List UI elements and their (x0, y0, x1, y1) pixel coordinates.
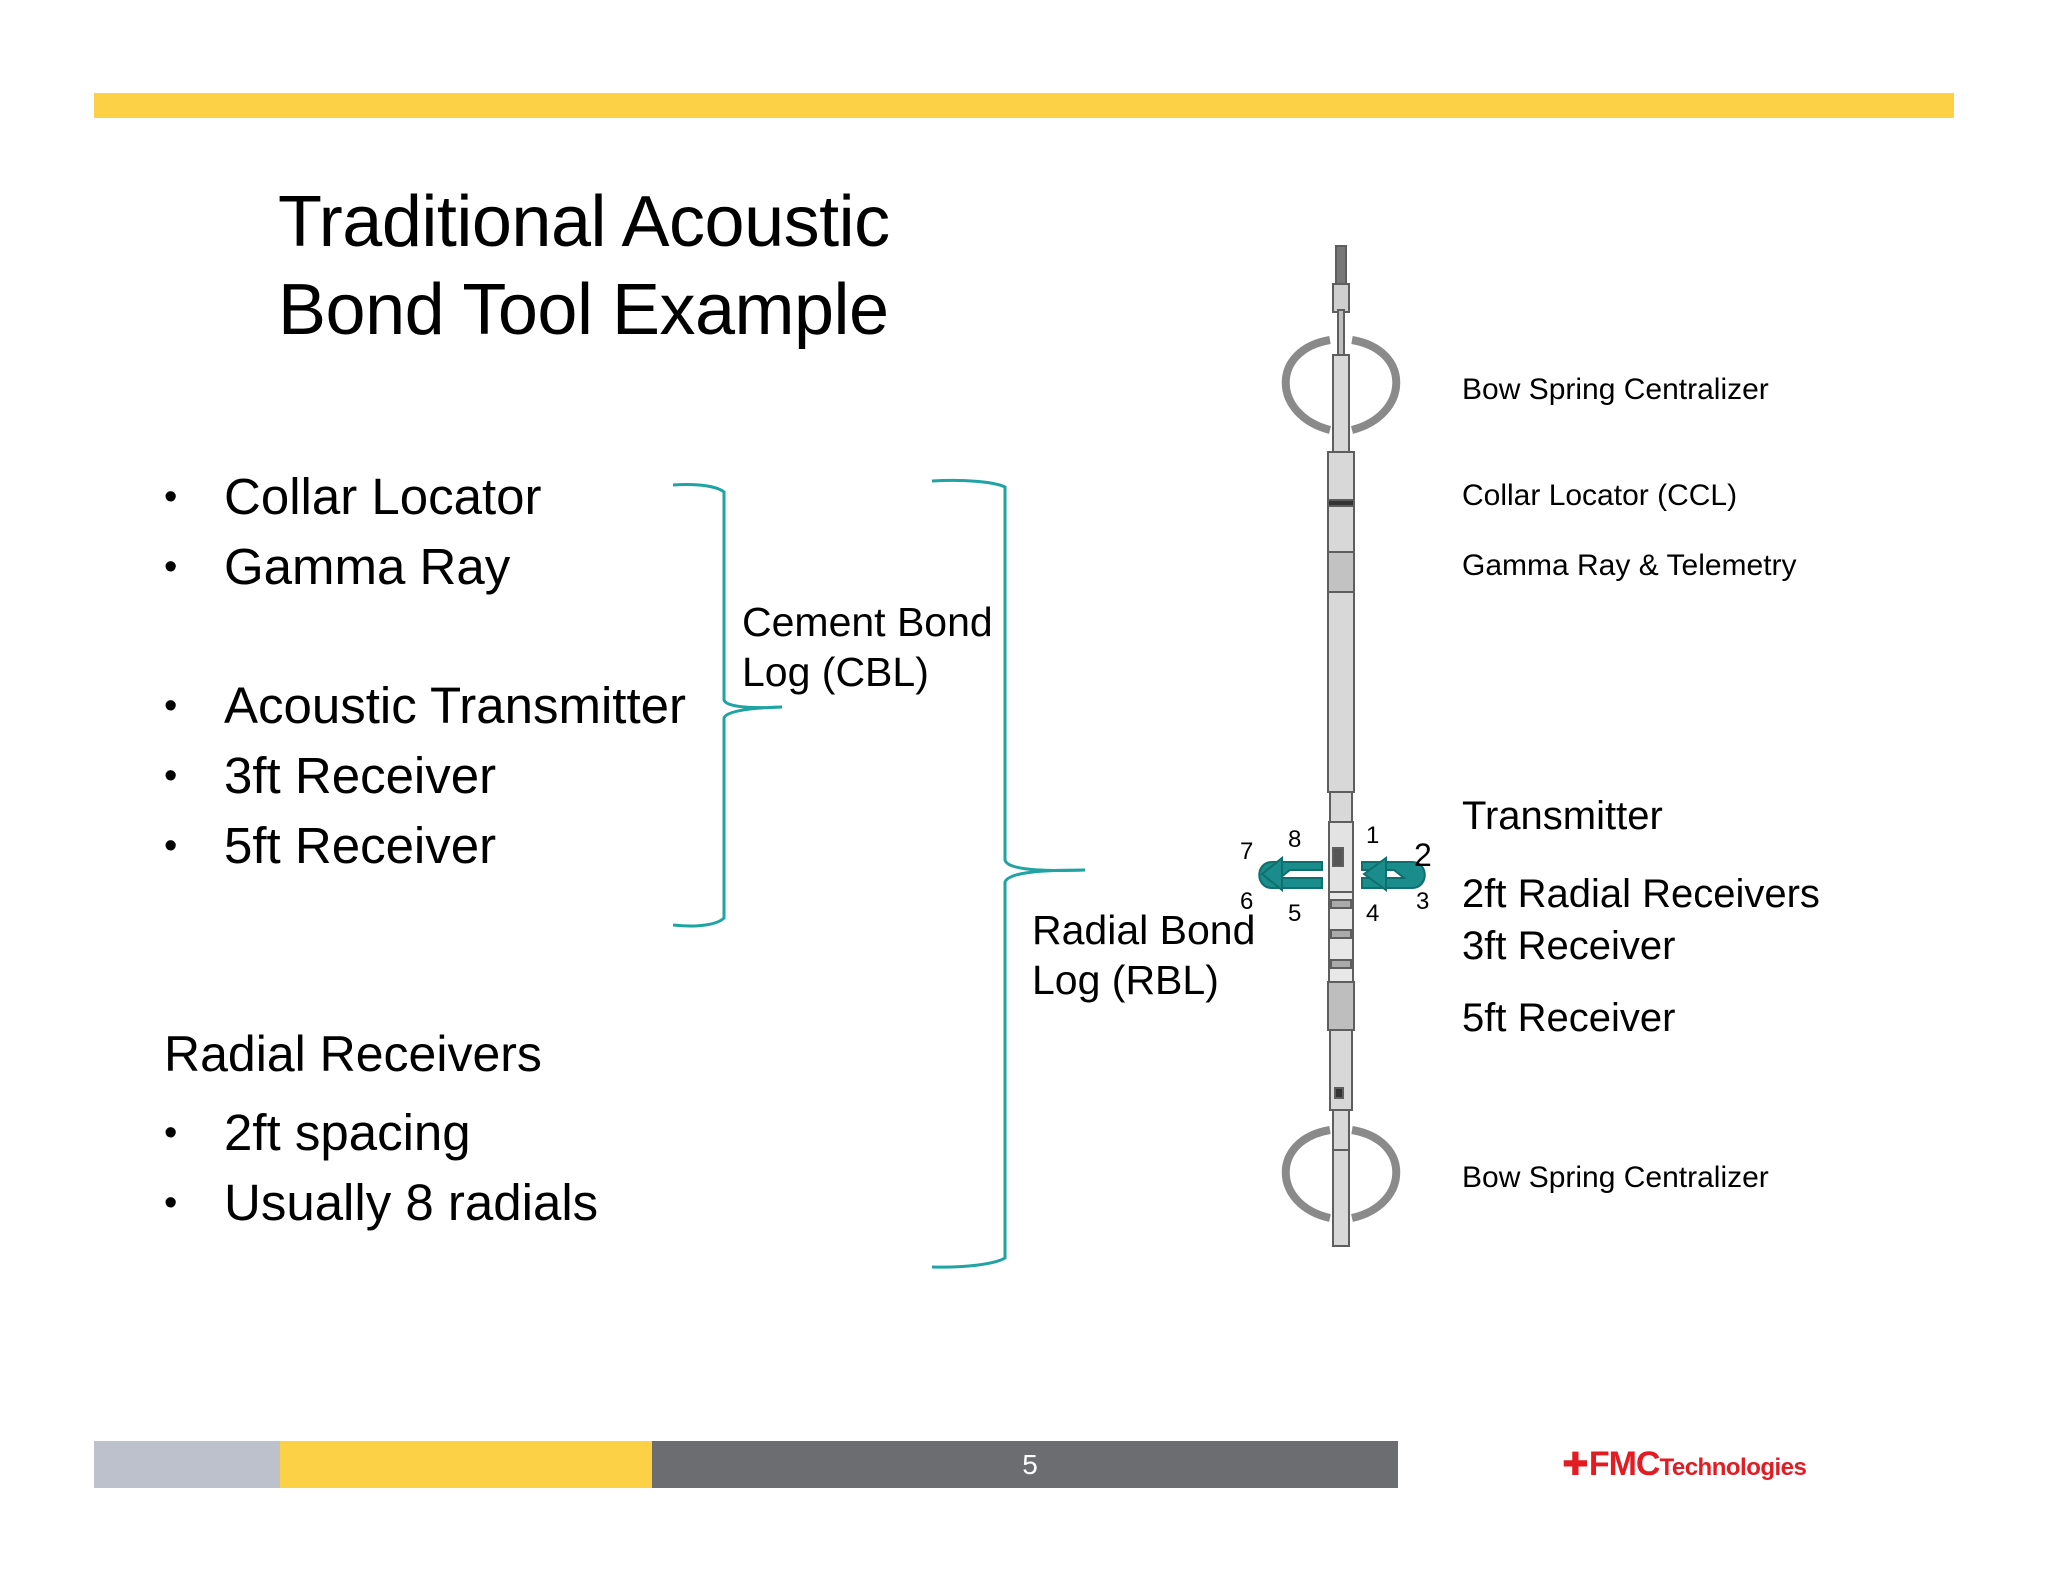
top-accent-bar (94, 93, 1954, 118)
label-centralizer-top: Bow Spring Centralizer (1462, 373, 1769, 406)
bow-spring-bottom (1281, 1126, 1332, 1222)
list-item: 3ft Receiver (160, 741, 686, 811)
list-item: 5ft Receiver (160, 811, 686, 881)
receiver-number-2: 2 (1414, 837, 1432, 873)
radial-receivers-heading: Radial Receivers (164, 1026, 542, 1082)
cbl-sensor-list-2: Acoustic Transmitter 3ft Receiver 5ft Re… (160, 671, 686, 881)
label-radial-receivers: 2ft Radial Receivers (1462, 872, 1820, 916)
slide-title: Traditional Acoustic Bond Tool Example (278, 178, 890, 354)
receiver-number-7: 7 (1240, 838, 1254, 865)
label-collar-locator: Collar Locator (CCL) (1462, 479, 1738, 512)
footer-segment-yellow (280, 1441, 652, 1488)
receiver-number-3: 3 (1416, 888, 1430, 915)
radial-arrows (1258, 855, 1426, 893)
title-line-1: Traditional Acoustic (278, 182, 890, 262)
footer-segment-dark (652, 1441, 1398, 1488)
footer-segment-gray (94, 1441, 280, 1488)
bow-spring-top (1281, 336, 1332, 434)
list-item: Gamma Ray (160, 532, 541, 602)
list-item: Usually 8 radials (160, 1168, 598, 1238)
title-line-2: Bond Tool Example (278, 270, 889, 350)
label-centralizer-bottom: Bow Spring Centralizer (1462, 1161, 1769, 1194)
acoustic-bond-tool (1281, 245, 1401, 1247)
cbl-sensor-list-1: Collar Locator Gamma Ray (160, 462, 541, 602)
label-transmitter: Transmitter (1462, 794, 1663, 838)
label-gamma-ray: Gamma Ray & Telemetry (1462, 549, 1797, 582)
receiver-number-1: 1 (1366, 822, 1380, 849)
label-3ft-receiver: 3ft Receiver (1462, 924, 1676, 968)
fmc-cross-icon: ✚ (1562, 1446, 1589, 1482)
receiver-number-4: 4 (1366, 900, 1380, 927)
rbl-bracket (931, 478, 1086, 1269)
cbl-bracket (672, 483, 783, 928)
list-item: Acoustic Transmitter (160, 671, 686, 741)
cbl-label: Cement Bond Log (CBL) (742, 599, 993, 695)
list-item: Collar Locator (160, 462, 541, 532)
radial-receivers-list: 2ft spacing Usually 8 radials (160, 1098, 598, 1238)
receiver-number-6: 6 (1240, 888, 1254, 915)
receiver-number-8: 8 (1288, 826, 1302, 853)
rbl-label: Radial Bond Log (RBL) (1032, 907, 1256, 1003)
fmc-logo: ✚FMCTechnologies (1562, 1445, 1807, 1483)
label-5ft-receiver: 5ft Receiver (1462, 996, 1676, 1040)
receiver-number-5: 5 (1288, 900, 1302, 927)
page-number: 5 (1022, 1449, 1038, 1480)
list-item: 2ft spacing (160, 1098, 598, 1168)
